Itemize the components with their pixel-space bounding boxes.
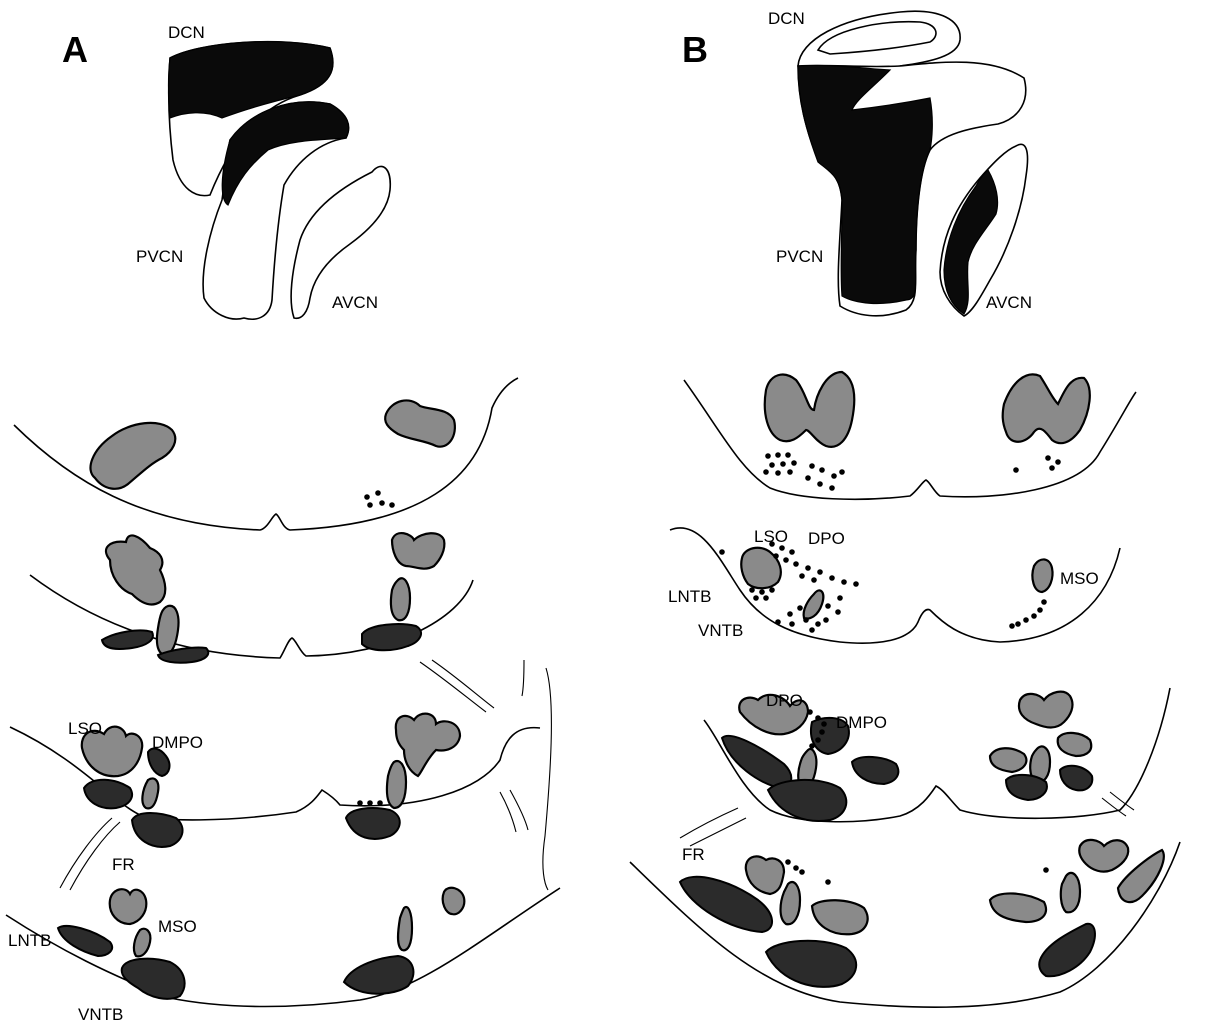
panel-a-s2-lso-right — [392, 533, 444, 569]
panel-b-lntb-label: LNTB — [668, 587, 711, 606]
panel-a-s4-vntb-left — [122, 959, 185, 999]
panel-b-section-2: LSO DPO MSO LNTB VNTB — [668, 527, 1120, 643]
panel-a-fr-label: FR — [112, 855, 135, 874]
panel-a-s4-mso-left — [134, 929, 150, 957]
panel-a-section-2 — [30, 533, 473, 663]
panel-b-letter: B — [682, 29, 708, 70]
panel-a-s2-mso-right — [391, 578, 410, 620]
panel-a-s3-dmpo-left — [148, 749, 169, 776]
panel-a-section-1 — [14, 378, 518, 530]
panel-b-s4-nucleus-left-e — [812, 900, 868, 934]
panel-b-pvcn-label: PVCN — [776, 247, 823, 266]
panel-a-s3-mso-left — [142, 779, 158, 809]
panel-a: A DCN PVCN AVCN — [6, 23, 560, 1024]
panel-b-s1-dots — [763, 452, 1061, 491]
panel-b-fiber-tracts: FR — [680, 792, 1134, 864]
panel-b-s4-mso-left — [781, 882, 801, 924]
panel-b-section-1 — [684, 372, 1136, 499]
panel-b-mso-label: MSO — [1060, 569, 1099, 588]
panel-a-s3-lntb-left — [84, 780, 132, 809]
panel-b-vntb-label: VNTB — [698, 621, 743, 640]
panel-a-dcn-label: DCN — [168, 23, 205, 42]
panel-b-dcn-label: DCN — [768, 9, 805, 28]
panel-b-s3-nucleus-right-c — [1006, 775, 1047, 800]
panel-a-s3-vntb-right — [346, 808, 400, 839]
panel-b-section-3: DPO DMPO — [704, 688, 1170, 822]
panel-a-section-3: LSO DMPO — [10, 714, 540, 847]
panel-a-letter: A — [62, 29, 88, 70]
panel-b-dpo-label-2: DPO — [766, 691, 803, 710]
panel-b-s3-nucleus-right-b — [1058, 733, 1092, 756]
panel-b-fr-label: FR — [682, 845, 705, 864]
panel-a-s4-lso-left — [110, 889, 147, 924]
panel-b-s4-mso-right — [1061, 873, 1080, 912]
panel-a-s2-vntb-right — [362, 624, 421, 650]
panel-b-s3-nucleus-left-e — [852, 757, 898, 784]
panel-b-s4-vntb-right — [1039, 924, 1095, 976]
panel-a-mso-label: MSO — [158, 917, 197, 936]
panel-a-fiber-tracts: FR — [60, 660, 551, 890]
panel-b-s4-nucleus-right-a — [990, 893, 1046, 922]
panel-a-s2-lso-left — [106, 535, 165, 604]
panel-b-s4-dots — [785, 859, 1049, 885]
panel-b-dpo-label: DPO — [808, 529, 845, 548]
panel-b-s4-lso-right — [1079, 840, 1128, 872]
panel-a-pvcn-label: PVCN — [136, 247, 183, 266]
panel-b-s3-lntb-left — [722, 736, 791, 788]
panel-a-section-4: MSO LNTB VNTB — [6, 888, 560, 1024]
panel-a-s2-nucleus-left-a — [157, 606, 179, 655]
panel-a-s4-lso-right — [443, 888, 465, 915]
panel-a-s4-lntb-left — [58, 926, 112, 956]
panel-b-s1-lso-left — [765, 372, 855, 447]
panel-b-s1-lso-right — [1003, 374, 1090, 443]
panel-b-dmpo-label: DMPO — [836, 713, 887, 732]
panel-a-s1-lso-right — [385, 400, 455, 446]
panel-a-s4-mso-right — [398, 907, 412, 950]
panel-b-s2-dpo-nucleus — [804, 590, 824, 618]
panel-b-s3-lso-right — [1019, 692, 1073, 728]
panel-a-s3-vntb-left — [132, 813, 183, 847]
panel-b-s4-lso-left — [746, 856, 784, 894]
panel-a-s1-dots — [364, 490, 395, 508]
panel-b-s2-mso-right — [1032, 559, 1052, 592]
panel-a-s3-mso-right — [387, 761, 406, 808]
panel-b-avcn-label: AVCN — [986, 293, 1032, 312]
panel-a-dmpo-label: DMPO — [152, 733, 203, 752]
panel-b: B DCN PVCN AVCN — [630, 9, 1180, 1007]
panel-a-cochlear-nucleus: DCN PVCN AVCN — [136, 23, 390, 319]
panel-a-avcn-label: AVCN — [332, 293, 378, 312]
panel-b-cochlear-nucleus: DCN PVCN AVCN — [768, 9, 1032, 316]
panel-a-s1-lso-left — [90, 423, 175, 489]
panel-b-s4-vntb-left — [766, 941, 856, 987]
panel-a-s3-lso-right — [396, 714, 460, 776]
panel-b-section-4 — [630, 840, 1180, 1007]
panel-a-section-1-contour — [14, 378, 518, 530]
panel-a-s4-vntb-right — [344, 956, 413, 994]
panel-a-s2-nucleus-left-b — [102, 630, 153, 649]
panel-b-lso-label: LSO — [754, 527, 788, 546]
panel-b-s3-nucleus-right-d — [1060, 766, 1092, 791]
panel-a-lntb-label: LNTB — [8, 931, 51, 950]
panel-a-vntb-label: VNTB — [78, 1005, 123, 1024]
panel-a-lso-label: LSO — [68, 719, 102, 738]
panel-a-s3-dots — [357, 800, 383, 806]
panel-b-s3-nucleus-right-a — [990, 748, 1026, 772]
